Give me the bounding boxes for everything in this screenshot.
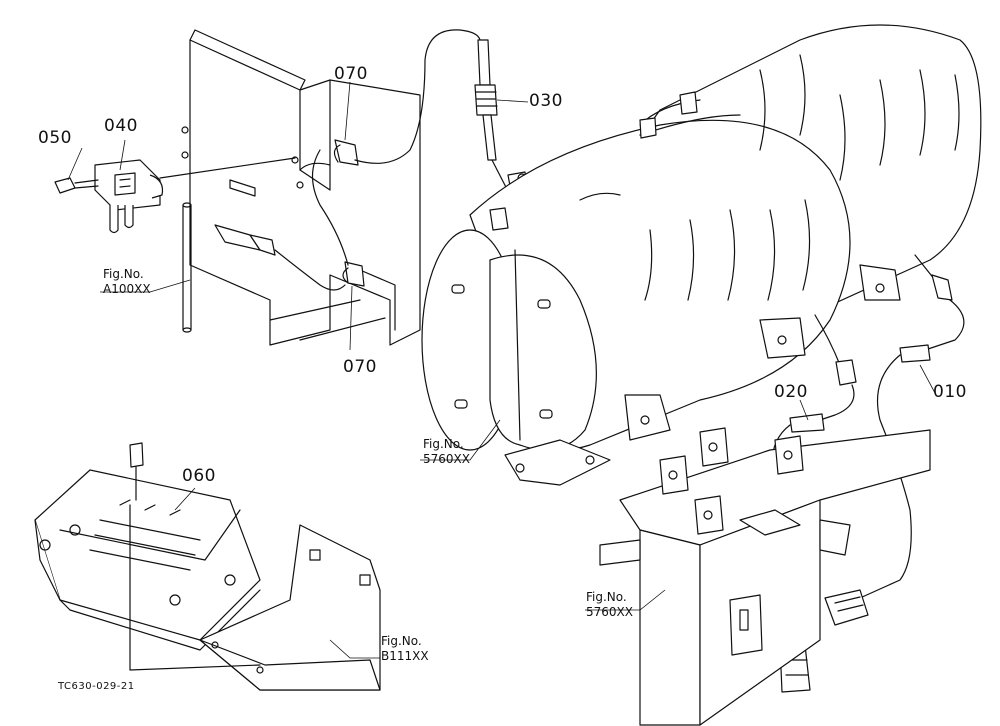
harness-connector (214, 224, 346, 291)
label-070-lower: 070 (343, 357, 377, 377)
label-050: 050 (38, 128, 72, 148)
label-010: 010 (933, 382, 967, 402)
clamp-070-lower (342, 261, 365, 287)
fig-ref-a100xx: Fig.No. A100XX (103, 267, 151, 297)
drawing-code: TC630-029-21 (58, 681, 135, 692)
fig-ref-5760xx-bracket-line2: 5760XX (586, 605, 633, 619)
dpf-muffler (421, 24, 982, 486)
label-060: 060 (182, 466, 216, 486)
fig-ref-5760xx-dpf: Fig.No. 5760XX (423, 437, 470, 467)
fig-ref-b111xx-line1: Fig.No. (381, 634, 422, 648)
mounting-plate (181, 29, 421, 346)
fig-ref-5760xx-dpf-line2: 5760XX (423, 452, 470, 466)
label-020: 020 (774, 382, 808, 402)
label-070-upper: 070 (334, 64, 368, 84)
fig-ref-5760xx-dpf-line1: Fig.No. (423, 437, 464, 451)
fig-ref-b111xx: Fig.No. B111XX (381, 634, 429, 664)
leader-lines (67, 81, 936, 659)
fig-ref-a100xx-line1: Fig.No. (103, 267, 144, 281)
bolt-050 (54, 177, 99, 194)
mounting-rod (182, 202, 192, 333)
ecu-mount-plate (129, 504, 381, 691)
label-030: 030 (529, 91, 563, 111)
fig-ref-b111xx-line2: B111XX (381, 649, 429, 663)
fig-ref-5760xx-bracket: Fig.No. 5760XX (586, 590, 633, 620)
clamp-070-upper (333, 139, 359, 166)
sensor-bracket (599, 427, 931, 726)
pressure-sensor-040 (94, 157, 296, 234)
fig-ref-a100xx-line2: A100XX (103, 282, 151, 296)
ecu-060 (34, 442, 261, 651)
label-040: 040 (104, 116, 138, 136)
fig-ref-5760xx-bracket-line1: Fig.No. (586, 590, 627, 604)
